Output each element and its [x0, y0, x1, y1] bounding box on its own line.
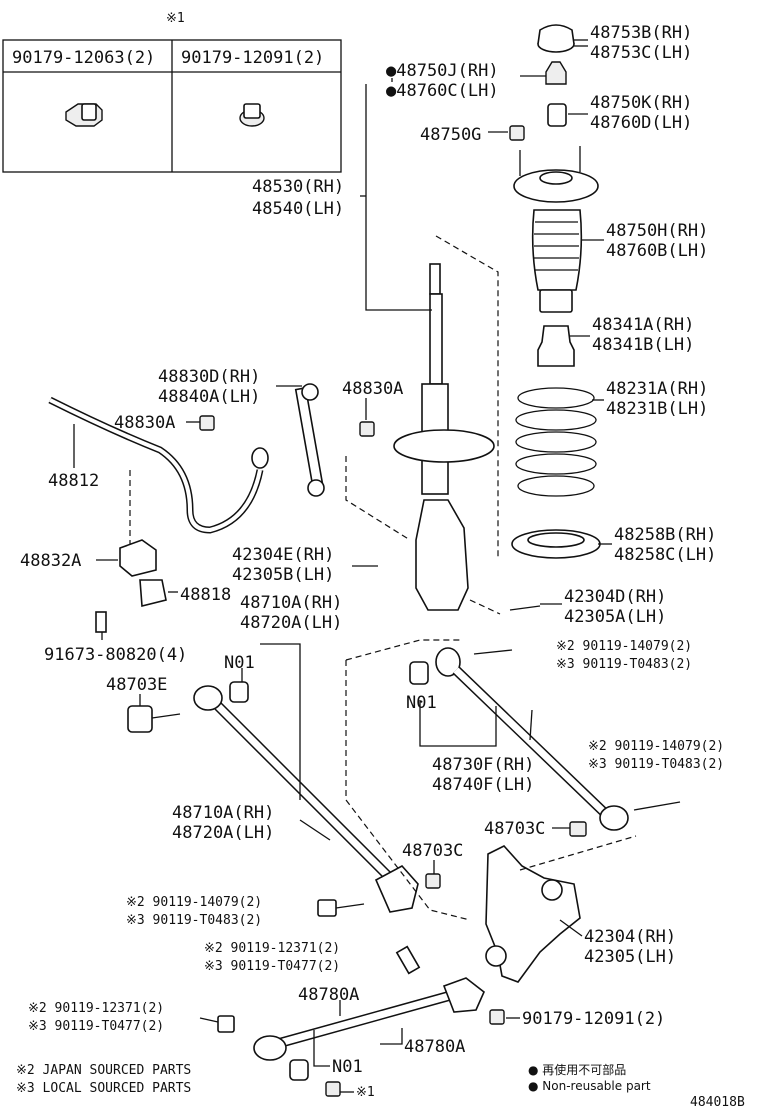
label-90119-12371-a: ※2 90119-12371(2): [204, 941, 340, 956]
label-90119-14079-c: ※2 90119-14079(2): [126, 895, 262, 910]
stabilizer-bar: [48, 383, 375, 633]
label-48710a-mid: 48710A(RH): [172, 803, 274, 823]
label-48720a-mid: 48720A(LH): [172, 823, 274, 843]
label-48258b: 48258B(RH): [614, 525, 716, 545]
label-48703e: 48703E: [106, 675, 167, 695]
label-48703c-right: 48703C: [484, 819, 545, 839]
label-48812: 48812: [48, 471, 99, 491]
label-48231b: 48231B(LH): [606, 399, 708, 419]
label-48818: 48818: [180, 585, 231, 605]
label-90119-t0477-a: ※3 90119-T0477(2): [204, 959, 340, 974]
label-90119-t0483-c: ※3 90119-T0483(2): [126, 913, 262, 928]
label-42304e: 42304E(RH): [232, 545, 334, 565]
label-48341b: 48341B(LH): [592, 335, 694, 355]
diagram-id: 484018B: [690, 1095, 745, 1110]
flange-nut-icon: [239, 103, 265, 127]
label-48830a-right: 48830A: [342, 379, 403, 399]
label-42304: 42304(RH): [584, 927, 676, 947]
label-48703c-mid: 48703C: [402, 841, 463, 861]
label-48760b: 48760B(LH): [606, 241, 708, 261]
steering-knuckle: [395, 835, 637, 983]
label-90119-14079-b: ※2 90119-14079(2): [588, 739, 724, 754]
label-48753b: 48753B(RH): [590, 23, 692, 43]
label-42304d: 42304D(RH): [564, 587, 666, 607]
legend-non-reusable-en: ● Non-reusable part: [528, 1079, 651, 1093]
strut-top-parts: [509, 24, 601, 559]
label-48840a: 48840A(LH): [158, 387, 260, 407]
box-mark: ※1: [166, 11, 185, 26]
label-91673: 91673-80820(4): [44, 645, 187, 665]
label-90119-t0477-b: ※3 90119-T0477(2): [28, 1019, 164, 1034]
label-48750h: 48750H(RH): [606, 221, 708, 241]
label-48258c: 48258C(LH): [614, 545, 716, 565]
label-mark1: ※1: [356, 1085, 375, 1100]
label-48231a: 48231A(RH): [606, 379, 708, 399]
label-n01-b: N01: [406, 693, 437, 713]
label-48720a-top: 48720A(LH): [240, 613, 342, 633]
flange-nut-tab-icon: [65, 103, 103, 127]
fastener-box: ※1 90179-12063(2) 90179-12091(2): [2, 11, 342, 173]
label-48780a-right: 48780A: [404, 1037, 465, 1057]
lateral-arm-48780: [217, 977, 505, 1097]
label-48760d: 48760D(LH): [590, 113, 692, 133]
legend-japan-sourced: ※2 JAPAN SOURCED PARTS: [16, 1063, 191, 1078]
label-48740f: 48740F(LH): [432, 775, 534, 795]
label-48710a-top: 48710A(RH): [240, 593, 342, 613]
legend: ※2 JAPAN SOURCED PARTS ※3 LOCAL SOURCED …: [16, 1062, 745, 1110]
label-48830d: 48830D(RH): [158, 367, 260, 387]
leader-lines: [73, 45, 612, 1093]
label-n01-c: N01: [332, 1057, 363, 1077]
label-48341a: 48341A(RH): [592, 315, 694, 335]
label-48750j: ●48750J(RH): [386, 61, 499, 81]
label-48780a-top: 48780A: [298, 985, 359, 1005]
shock-absorber: [345, 235, 499, 611]
label-48830a-left: 48830A: [114, 413, 175, 433]
legend-non-reusable-jp: ● 再使用不可部品: [528, 1062, 626, 1077]
label-90119-14079-a: ※2 90119-14079(2): [556, 639, 692, 654]
label-90119-t0483-a: ※3 90119-T0483(2): [556, 657, 692, 672]
label-48750g: 48750G: [420, 125, 481, 145]
label-48750k: 48750K(RH): [590, 93, 692, 113]
part-labels: 48753B(RH) 48753C(LH) ●48750J(RH) ●48760…: [20, 23, 724, 1100]
label-42305: 42305(LH): [584, 947, 676, 967]
box-col1-label: 90179-12063(2): [12, 48, 155, 68]
coil-spring-icon: [515, 387, 597, 497]
label-42305b: 42305B(LH): [232, 565, 334, 585]
label-48832a: 48832A: [20, 551, 81, 571]
label-42305a: 42305A(LH): [564, 607, 666, 627]
label-90179-12091: 90179-12091(2): [522, 1009, 665, 1029]
box-col2-label: 90179-12091(2): [181, 48, 324, 68]
label-48530: 48530(RH): [252, 177, 344, 197]
label-n01-a: N01: [224, 653, 255, 673]
label-48753c: 48753C(LH): [590, 43, 692, 63]
label-48730f: 48730F(RH): [432, 755, 534, 775]
lateral-arm-48710: [127, 681, 441, 917]
label-48540: 48540(LH): [252, 199, 344, 219]
lateral-arm-48730: [345, 599, 681, 921]
legend-local-sourced: ※3 LOCAL SOURCED PARTS: [16, 1081, 191, 1096]
label-90119-t0483-b: ※3 90119-T0483(2): [588, 757, 724, 772]
label-90119-12371-b: ※2 90119-12371(2): [28, 1001, 164, 1016]
label-48760c: ●48760C(LH): [386, 81, 499, 101]
